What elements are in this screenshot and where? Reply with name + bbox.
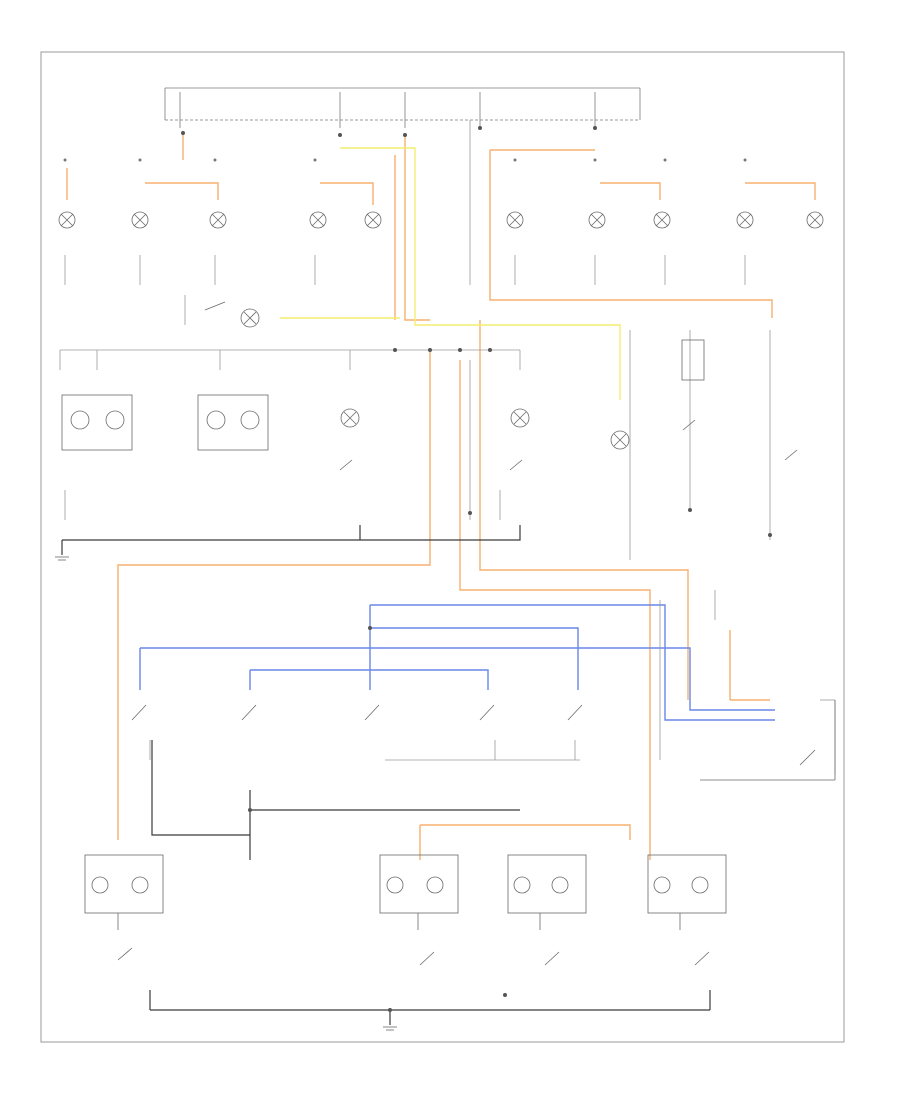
- ground-symbol-bottom: [383, 1026, 397, 1031]
- lamp-pair-mid-1: [61, 394, 133, 451]
- lamp-mid-5: [610, 430, 630, 450]
- lamp-top-right-4: [736, 211, 754, 229]
- ground-wires: [61, 525, 711, 1025]
- lamp-bottom-3: [507, 854, 587, 966]
- lamp-top-left-1: [58, 211, 76, 229]
- lamp-top-right-5: [806, 211, 824, 229]
- lamp-mid-4: [510, 408, 530, 428]
- lamp-top-right-2: [588, 211, 606, 229]
- yellow-wires: [280, 147, 621, 400]
- connector-right: [700, 700, 836, 781]
- lamp-bottom-2: [379, 854, 459, 966]
- orange-wires: [66, 133, 816, 860]
- lamp-top-right-3: [653, 211, 671, 229]
- fuse-block: [164, 87, 641, 128]
- lamp-top-left-5: [364, 211, 382, 229]
- lamp-top-left-4: [309, 211, 327, 229]
- lamp-top-left-2: [131, 211, 149, 229]
- lamp-pair-mid-2: [197, 394, 269, 451]
- relay-block-right: [681, 339, 705, 381]
- door-switches-mid: [339, 419, 798, 471]
- lamp-mid-3: [340, 408, 360, 428]
- ground-symbol-left: [55, 556, 69, 561]
- grey-wires: [59, 120, 836, 775]
- blue-wires: [139, 604, 775, 721]
- diagram-frame: [40, 51, 845, 1043]
- courtesy-switch-top: [204, 301, 260, 328]
- lamp-bottom-1: [84, 854, 164, 961]
- pin-markers: [63, 158, 747, 162]
- splice-dots: [181, 126, 772, 1012]
- lamp-top-right-1: [506, 211, 524, 229]
- lamp-bottom-4: [647, 854, 727, 966]
- lamp-top-left-3: [209, 211, 227, 229]
- switch-row: [131, 704, 816, 766]
